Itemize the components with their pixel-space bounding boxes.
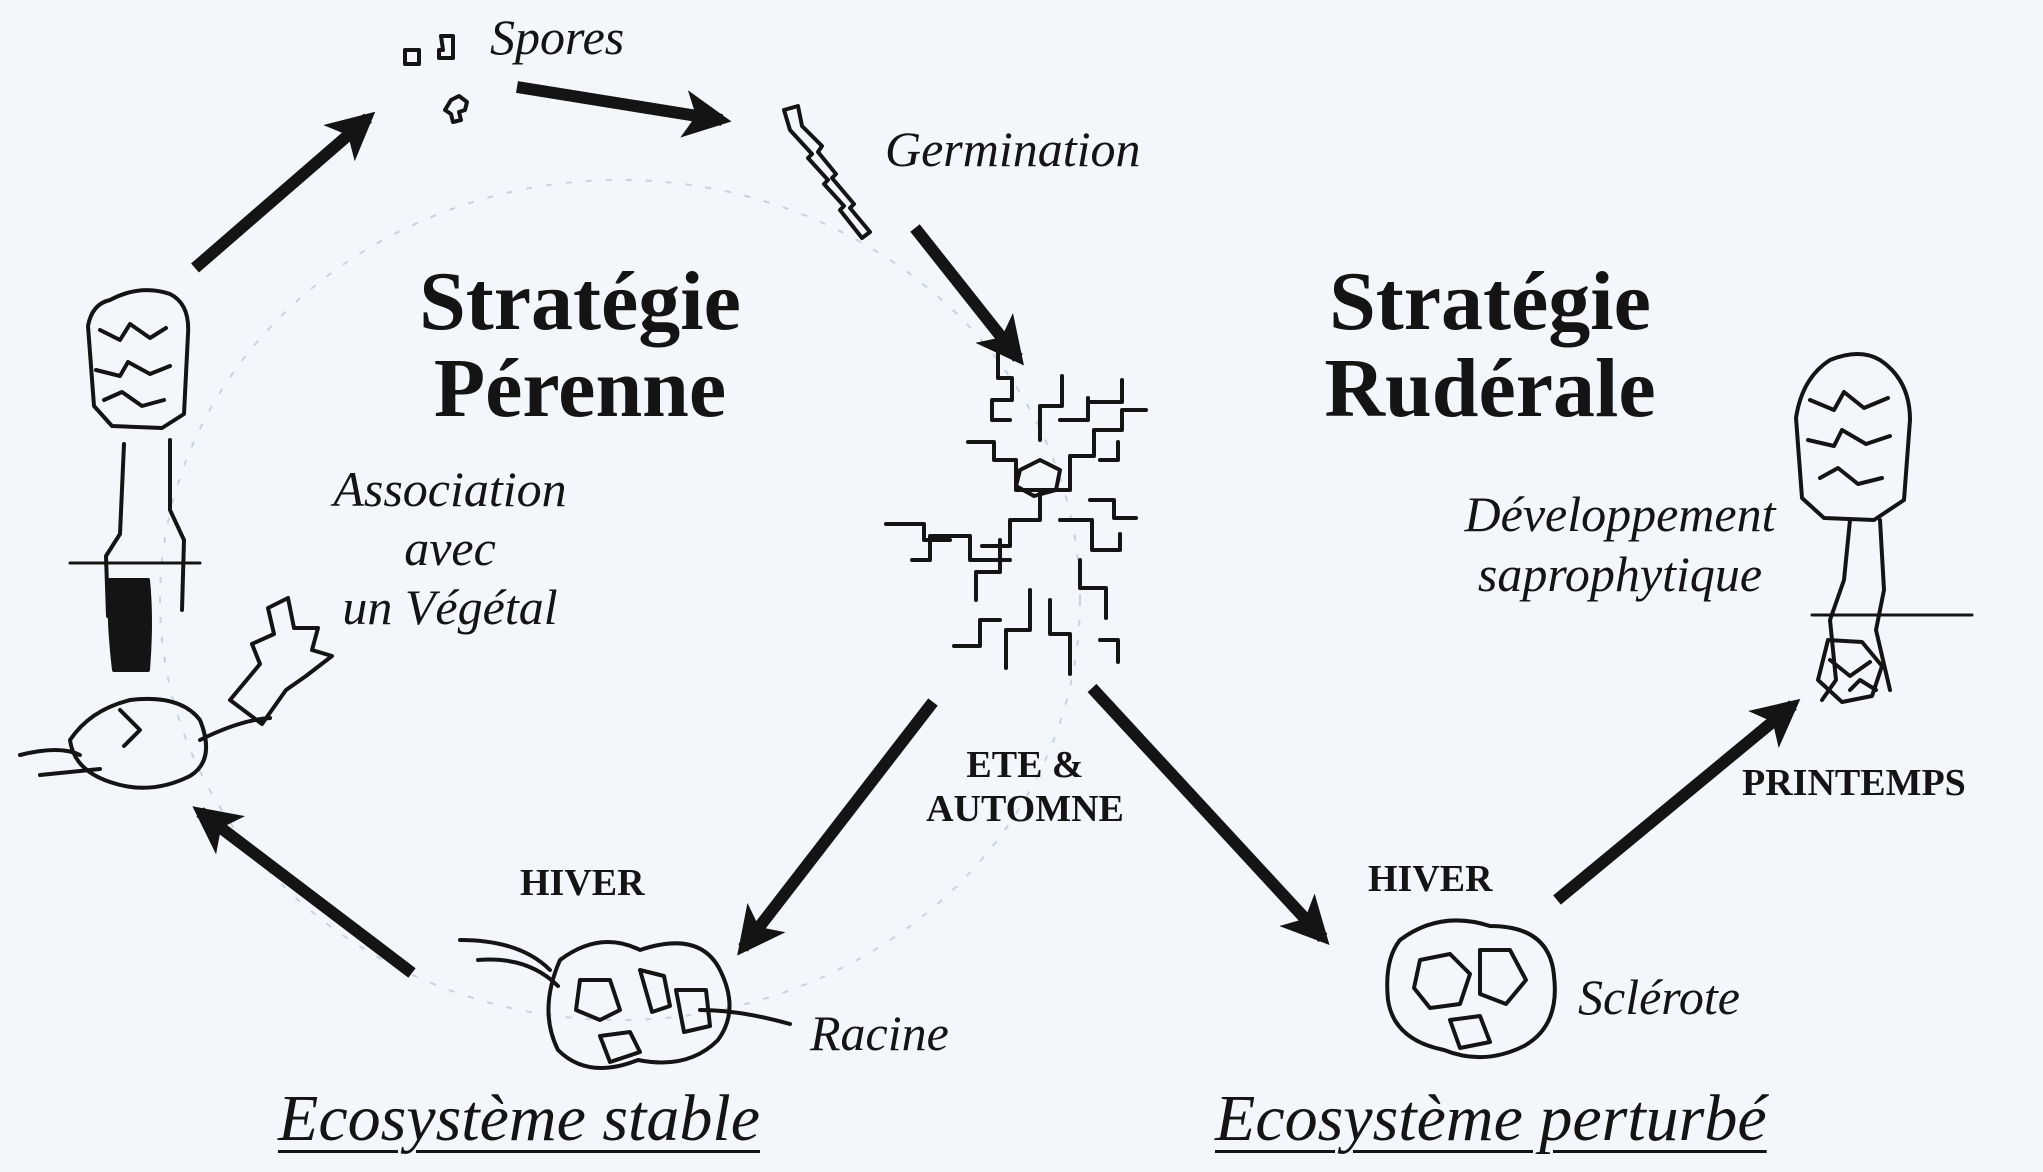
arrow-sclerote-to-mushroom: [1553, 698, 1801, 905]
label-spores: Spores: [490, 9, 625, 65]
association-line3: un Végétal: [342, 579, 558, 635]
mycelium-icon: [884, 350, 1148, 676]
developpement-line1: Développement: [1464, 486, 1776, 542]
arrow-germination-to-mycelium: [910, 224, 1024, 366]
label-hiver-left: HIVER: [520, 862, 645, 904]
arrow-mycelium-to-hiver-left: [737, 698, 938, 956]
title-strategie-ruderale: Stratégie Rudérale: [1290, 258, 1690, 433]
label-association: Association avec un Végétal: [290, 460, 610, 637]
developpement-line2: saprophytique: [1477, 546, 1763, 602]
morel-perenne-icon: [18, 288, 334, 790]
label-ecosysteme-stable: Ecosystème stable: [278, 1082, 761, 1155]
title-perenne-line1: Stratégie: [419, 255, 741, 348]
label-racine: Racine: [810, 1005, 949, 1061]
arrow-mycelium-to-hiver-right: [1087, 683, 1330, 946]
arrow-hiver-left-to-mushroom: [192, 806, 416, 978]
label-ete-automne: ETE & AUTOMNE: [875, 744, 1175, 831]
ete-line1: ETE &: [966, 744, 1084, 786]
ete-line2: AUTOMNE: [926, 787, 1124, 830]
morel-ruderale-icon: [1794, 352, 1974, 704]
arrow-mushroom-to-spores: [191, 111, 376, 273]
sclerote-icon: [1385, 918, 1557, 1060]
label-ecosysteme-perturbe: Ecosystème perturbé: [1215, 1082, 1767, 1155]
label-printemps: PRINTEMPS: [1742, 762, 1966, 804]
title-perenne-line2: Pérenne: [433, 342, 727, 436]
root-tuber-icon: [458, 938, 792, 1070]
label-germination: Germination: [885, 121, 1141, 177]
title-ruderale-line1: Stratégie: [1329, 255, 1651, 348]
title-ruderale-line2: Rudérale: [1324, 342, 1656, 436]
title-strategie-perenne: Stratégie Pérenne: [370, 258, 790, 433]
guide-circle: [159, 179, 1081, 1021]
arrow-spores-to-germination: [516, 81, 732, 138]
spores-icon: [403, 34, 469, 124]
association-line1: Association: [333, 461, 567, 517]
association-line2: avec: [404, 520, 496, 576]
label-developpement: Développement saprophytique: [1430, 484, 1810, 604]
germinating-spore-icon: [782, 104, 872, 240]
label-hiver-right: HIVER: [1368, 858, 1493, 900]
label-sclerote: Sclérote: [1578, 969, 1740, 1025]
